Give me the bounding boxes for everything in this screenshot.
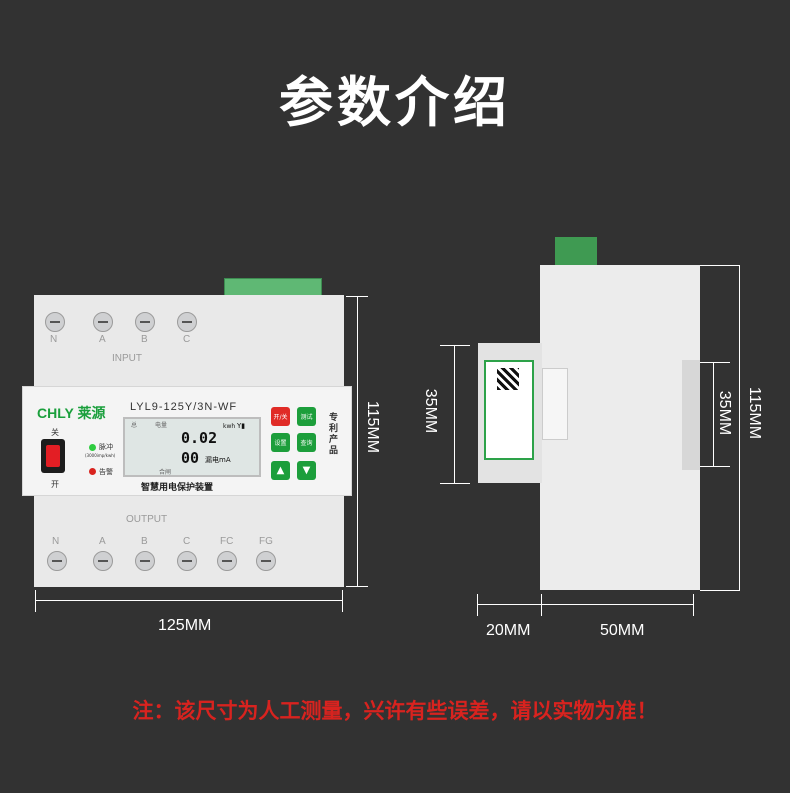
output-terminal-screw <box>93 551 113 571</box>
control-panel: CHLY 莱源 LYL9-125Y/3N-WF 关 开 脉冲 (3000imp/… <box>22 386 352 496</box>
dim-tick <box>346 296 368 297</box>
output-terminal-label: FG <box>259 536 273 547</box>
output-label: OUTPUT <box>126 514 168 525</box>
dim-side-depth2: 50MM <box>600 622 645 639</box>
input-terminal-screw <box>93 312 113 332</box>
input-terminal-label: C <box>183 334 191 345</box>
input-terminal-label: N <box>50 334 58 345</box>
alarm-label: 告警 <box>99 468 113 476</box>
lcd-value-leakage: 00 <box>181 449 200 467</box>
lcd-value-energy: 0.02 <box>181 429 218 447</box>
output-terminal-label: C <box>183 536 191 547</box>
lower-housing <box>34 495 344 587</box>
lcd-display: 总 电量 0.02 kwh Y▮ 00 漏电mA 合闸 <box>123 417 261 477</box>
pulse-sub-label: (3000imp/kwh) <box>85 453 116 458</box>
product-name: 智慧用电保护装置 <box>141 483 214 493</box>
qr-code-icon <box>497 368 519 390</box>
upper-housing <box>34 295 344 387</box>
dim-tick <box>477 594 478 616</box>
dim-side-inner-left: 35MM <box>422 388 440 434</box>
dim-line-front-height <box>357 296 358 586</box>
lcd-header-left: 总 <box>131 422 138 429</box>
side-info-sticker <box>542 368 568 440</box>
dim-tick <box>346 586 368 587</box>
output-terminal-screw <box>177 551 197 571</box>
input-terminal-label: A <box>99 334 106 345</box>
signal-icon: Y▮ <box>237 422 246 430</box>
dim-front-height: 115MM <box>364 400 382 454</box>
page-title: 参数介绍 <box>279 71 511 134</box>
alarm-indicator-led <box>89 468 96 475</box>
dim-side-inner: 35MM <box>716 390 734 436</box>
input-label: INPUT <box>112 353 142 364</box>
dim-tick <box>700 590 740 591</box>
output-terminal-label: A <box>99 536 106 547</box>
switch-on-label: 开 <box>51 480 59 489</box>
down-arrow-button[interactable]: ▼ <box>297 461 316 480</box>
test-button[interactable]: 测试 <box>297 407 316 426</box>
lcd-header-right: 电量 <box>155 422 168 429</box>
lcd-unit-energy: kwh <box>223 423 236 430</box>
output-terminal-screw <box>135 551 155 571</box>
side-rail-clip <box>682 360 700 470</box>
patent-label: 专利产品 <box>329 413 339 456</box>
input-terminal-screw <box>135 312 155 332</box>
pulse-label: 脉冲 <box>99 443 113 451</box>
dim-tick <box>440 345 470 346</box>
output-terminal-label: N <box>52 536 60 547</box>
input-terminal-screw <box>45 312 65 332</box>
dim-tick <box>700 265 740 266</box>
disclaimer-note: 注：该尺寸为人工测量，兴许有些误差，请以实物为准！ <box>132 699 658 723</box>
dim-tick <box>35 590 36 612</box>
dim-line-side-inner-left <box>454 345 455 483</box>
output-terminal-screw <box>47 551 67 571</box>
up-arrow-button[interactable]: ▲ <box>271 461 290 480</box>
output-terminal-label: B <box>141 536 148 547</box>
dim-line-front-width <box>36 600 342 601</box>
input-terminal-label: B <box>141 334 148 345</box>
dim-tick <box>440 483 470 484</box>
lcd-footer: 合闸 <box>159 469 172 476</box>
pulse-indicator-led <box>89 444 96 451</box>
switch-off-label: 关 <box>51 428 59 437</box>
dim-side-depth1: 20MM <box>486 622 531 639</box>
side-green-connector <box>555 237 597 267</box>
output-terminal-screw <box>256 551 276 571</box>
lcd-unit-leakage: 漏电mA <box>205 456 231 464</box>
power-rocker-switch[interactable] <box>41 439 65 473</box>
dim-line-side-depth <box>478 604 693 605</box>
input-terminal-screw <box>177 312 197 332</box>
dim-line-side-height <box>739 265 740 590</box>
dim-front-width: 125MM <box>158 617 212 634</box>
model-number: LYL9-125Y/3N-WF <box>130 401 238 413</box>
dim-line-side-inner <box>713 362 714 466</box>
dim-tick <box>541 594 542 616</box>
output-terminal-label: FC <box>220 536 234 547</box>
dim-tick <box>342 590 343 612</box>
power-button[interactable]: 开/关 <box>271 407 290 426</box>
query-button[interactable]: 查询 <box>297 433 316 452</box>
dim-tick <box>700 466 730 467</box>
dim-tick <box>700 362 730 363</box>
brand-logo: CHLY 莱源 <box>37 405 106 421</box>
dim-tick <box>693 594 694 616</box>
settings-button[interactable]: 设置 <box>271 433 290 452</box>
output-terminal-screw <box>217 551 237 571</box>
dim-side-height: 115MM <box>746 386 764 440</box>
